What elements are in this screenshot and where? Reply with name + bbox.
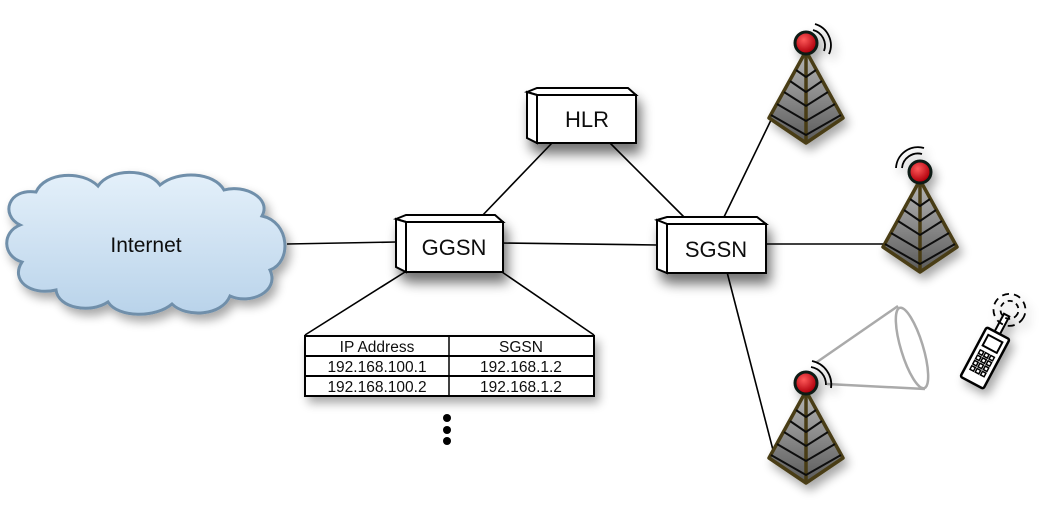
tower-middle: [881, 146, 959, 274]
cell-tower-icon: [767, 360, 845, 485]
link-sgsn-tower-top: [723, 117, 773, 218]
ggsn-mapping-table: IP Address SGSN 192.168.100.1 192.168.1.…: [304, 335, 595, 397]
node-sgsn[interactable]: SGSN: [653, 216, 769, 275]
link-ggsn-sgsn: [499, 242, 658, 246]
table-header-sgsn: SGSN: [499, 339, 543, 356]
server-box-icon: [653, 216, 769, 225]
server-box-icon: [392, 214, 506, 223]
node-label-ggsn: GGSN: [422, 235, 487, 260]
table-row: 192.168.100.2 192.168.1.2: [327, 379, 562, 396]
tower-bottom: [767, 360, 845, 485]
table-cell-ip: 192.168.100.1: [327, 359, 426, 376]
signal-beam-icon: [816, 304, 930, 391]
table-cell-sgsn: 192.168.1.2: [480, 379, 562, 396]
node-label-sgsn: SGSN: [685, 237, 747, 262]
table-header-ip: IP Address: [340, 339, 415, 356]
table-cell-ip: 192.168.100.2: [327, 379, 426, 396]
node-ggsn[interactable]: GGSN: [392, 214, 506, 274]
table-cell-sgsn: 192.168.1.2: [480, 359, 562, 376]
internet-cloud: Internet: [5, 170, 287, 316]
cloud-icon: [5, 170, 287, 316]
node-hlr[interactable]: HLR: [523, 87, 639, 145]
node-label-hlr: HLR: [565, 107, 609, 132]
cell-tower-icon: [881, 146, 959, 274]
link-ggsn-table-left: [304, 271, 406, 336]
tower-top: [767, 23, 845, 145]
mobile-phone-icon: [959, 292, 1027, 390]
link-ggsn-table-right: [501, 271, 595, 336]
link-internet-ggsn: [286, 241, 397, 245]
link-ggsn-hlr: [479, 142, 553, 219]
cloud-label: Internet: [110, 234, 181, 257]
links: [286, 117, 886, 451]
table-row: 192.168.100.1 192.168.1.2: [327, 359, 562, 376]
cell-tower-icon: [767, 23, 845, 145]
server-box-icon: [523, 87, 639, 96]
mobile-phone: [959, 292, 1027, 390]
ellipsis-vertical-icon: [443, 414, 451, 445]
link-hlr-sgsn: [609, 142, 686, 219]
link-sgsn-tower-bottom: [726, 271, 774, 451]
